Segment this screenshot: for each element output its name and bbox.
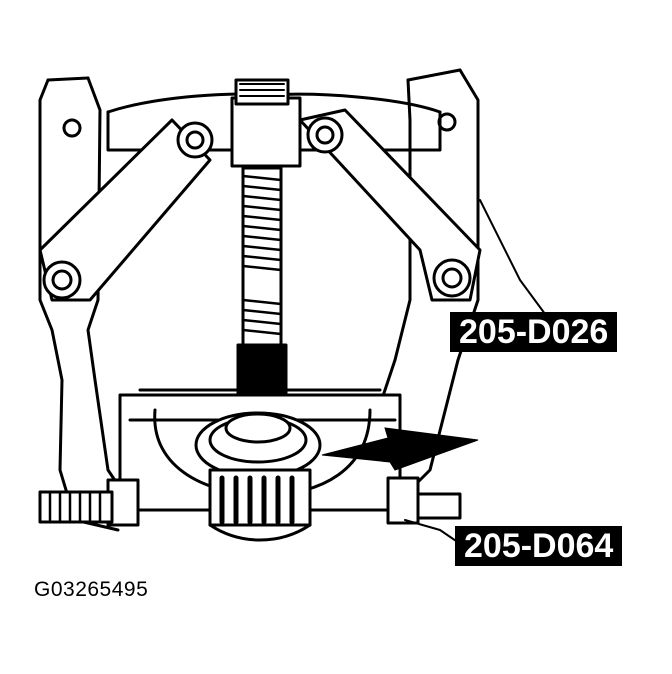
linkage-arm-right — [298, 108, 482, 302]
forcing-screw — [236, 166, 288, 402]
puller-jaw-left — [38, 76, 130, 532]
cross-bar — [62, 78, 457, 168]
leader-line-205-D064 — [404, 519, 463, 546]
linkage-arm-left — [38, 118, 214, 302]
callout-label-bottom: 205-D064 — [455, 526, 623, 566]
leader-line-205-D026 — [479, 199, 549, 319]
callout-label-top: 205-D026 — [450, 312, 618, 352]
direction-arrow — [321, 427, 479, 471]
bearing — [194, 411, 322, 542]
figure-id: G03265495 — [34, 578, 149, 601]
